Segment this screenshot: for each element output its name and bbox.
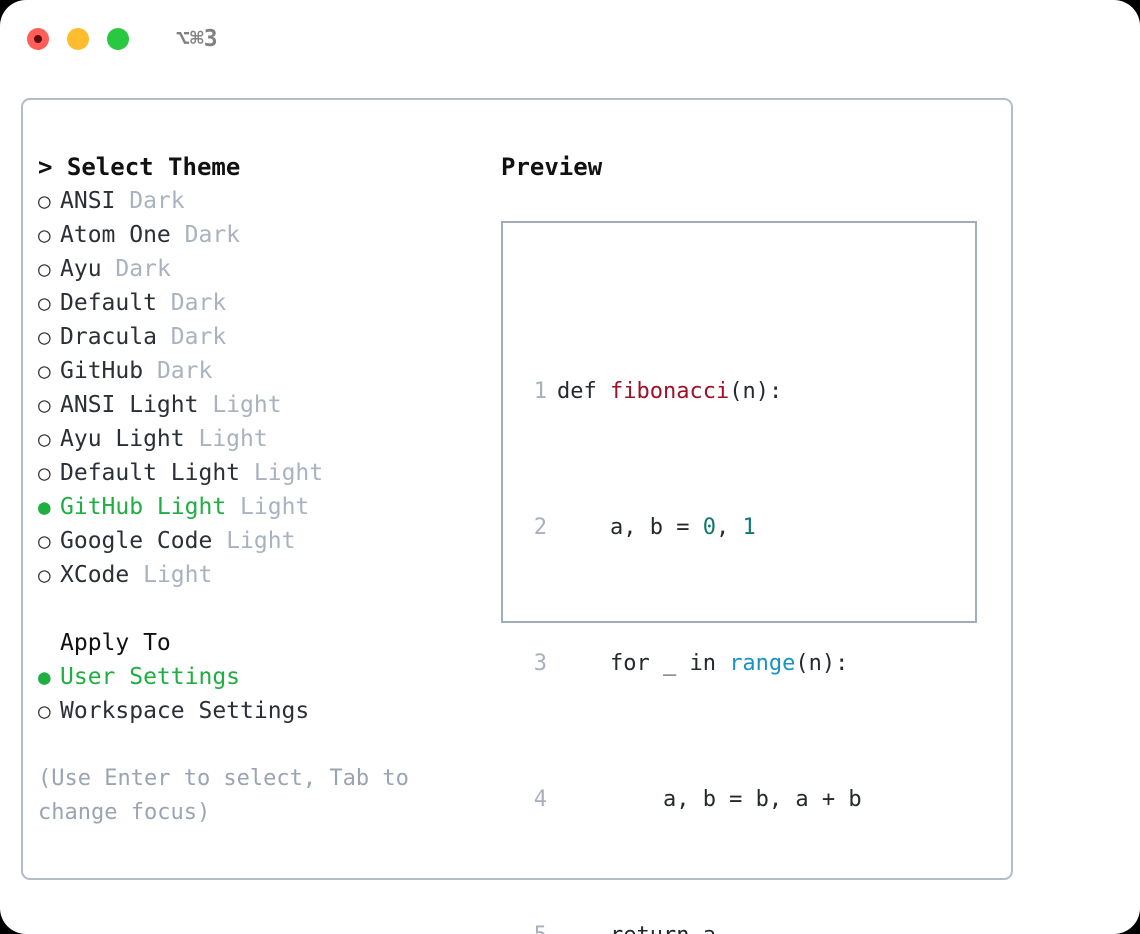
radio-icon[interactable]: ○ [38,393,51,417]
radio-icon[interactable]: ○ [38,325,51,349]
code-line: 5 return a [521,919,888,934]
code-line: 1 def fibonacci(n): [521,375,888,409]
theme-name: Ayu Light [60,426,185,452]
theme-name: Default [60,290,157,316]
theme-option[interactable]: ○ Default Light Light [38,456,478,490]
theme-tag: Light [240,494,310,520]
theme-tag: Light [226,528,296,554]
theme-name: Google Code [60,528,213,554]
theme-name: Atom One [60,222,171,248]
title-bar: ⌥⌘3 [0,0,1140,78]
close-button[interactable] [27,28,49,50]
theme-tag: Light [198,426,268,452]
preview-title: Preview [501,153,603,181]
code-token: return a [557,919,716,934]
theme-option[interactable]: ○ Google Code Light [38,524,478,558]
theme-tag: Dark [115,256,171,282]
theme-option[interactable]: ○ Default Dark [38,286,478,320]
code-token: for _ in [557,651,730,676]
theme-option[interactable]: ○ ANSI Light Light [38,388,478,422]
code-token: a, b = b, a + b [557,787,862,812]
theme-option[interactable]: ○ XCode Light [38,558,478,592]
code-token: , [715,515,743,540]
theme-tag: Dark [184,222,241,248]
code-preview: 1 def fibonacci(n): 2 a, b = 0, 1 3 for … [521,273,888,934]
code-token: (n): [729,379,783,404]
code-token: def [557,379,610,404]
code-token-builtin: range [729,651,796,676]
radio-icon[interactable]: ○ [38,699,51,723]
theme-tag: Light [143,562,213,588]
theme-option[interactable]: ○ GitHub Dark [38,354,478,388]
code-token-number: 0 [702,515,716,540]
code-line: 2 a, b = 0, 1 [521,511,888,545]
radio-icon[interactable]: ○ [38,291,51,315]
theme-tag: Light [212,392,282,418]
code-token: (n): [795,651,849,676]
theme-name: GitHub [60,358,144,384]
theme-tag: Dark [170,324,227,350]
theme-tag: Dark [129,188,185,214]
apply-to-label: User Settings [60,664,241,690]
theme-name: XCode [60,562,130,588]
code-token-function: fibonacci [609,379,730,404]
line-number: 2 [533,515,547,540]
theme-option-list: ○ ANSI Dark ○ Atom One Dark ○ Ayu Dark [38,184,478,592]
code-line: 4 a, b = b, a + b [521,783,888,817]
theme-name: ANSI [60,188,116,214]
apply-to-option[interactable]: ○ Workspace Settings [38,694,478,728]
theme-option-selected[interactable]: ● GitHub Light Light [38,490,478,524]
theme-name: Dracula [60,324,157,350]
theme-name: ANSI Light [60,392,199,418]
apply-to-label: Workspace Settings [60,698,310,724]
radio-icon[interactable]: ○ [38,223,51,247]
radio-icon[interactable]: ○ [38,529,51,553]
theme-name: Ayu [60,256,102,282]
minimize-button[interactable] [67,28,89,50]
radio-icon[interactable]: ○ [38,427,51,451]
radio-icon-selected[interactable]: ● [38,665,51,689]
maximize-button[interactable] [107,28,129,50]
theme-option[interactable]: ○ Dracula Dark [38,320,478,354]
theme-name: GitHub Light [60,494,227,520]
radio-icon-selected[interactable]: ● [38,495,51,519]
line-number: 1 [533,379,547,404]
theme-name: Default Light [60,460,241,486]
theme-tag: Dark [156,358,213,384]
theme-tag: Light [253,460,324,486]
code-token: a, b = [557,515,703,540]
line-number: 3 [533,651,547,676]
theme-option[interactable]: ○ Atom One Dark [38,218,478,252]
radio-icon[interactable]: ○ [38,189,51,213]
apply-to-option-selected[interactable]: ● User Settings [38,660,478,694]
window-controls [27,28,129,50]
theme-option[interactable]: ○ Ayu Light Light [38,422,478,456]
apply-to-title: Apply To [60,630,171,656]
radio-icon[interactable]: ○ [38,257,51,281]
radio-icon[interactable]: ○ [38,359,51,383]
keyboard-hint-text: (Use Enter to select, Tab to change focu… [38,766,409,825]
theme-tag: Dark [170,290,227,316]
code-line: 3 for _ in range(n): [521,647,888,681]
apply-to-section: Apply To ● User Settings ○ Workspace Set… [38,626,478,728]
theme-option[interactable]: ○ Ayu Dark [38,252,478,286]
code-token-number: 1 [742,515,756,540]
theme-option[interactable]: ○ ANSI Dark [38,184,478,218]
line-number: 5 [521,919,547,934]
preview-column: Preview 1 def fibonacci(n): 2 a, b = 0, … [501,150,1001,934]
radio-icon[interactable]: ○ [38,461,51,485]
line-number: 4 [533,787,547,812]
select-theme-header: > Select Theme [38,153,241,181]
theme-list-column: > Select Theme ○ ANSI Dark ○ Atom One Da… [38,150,478,830]
main-panel: > Select Theme ○ ANSI Dark ○ Atom One Da… [21,98,1013,934]
preview-box: 1 def fibonacci(n): 2 a, b = 0, 1 3 for … [501,221,977,934]
radio-icon[interactable]: ○ [38,563,51,587]
keyboard-shortcut-label: ⌥⌘3 [176,25,218,52]
